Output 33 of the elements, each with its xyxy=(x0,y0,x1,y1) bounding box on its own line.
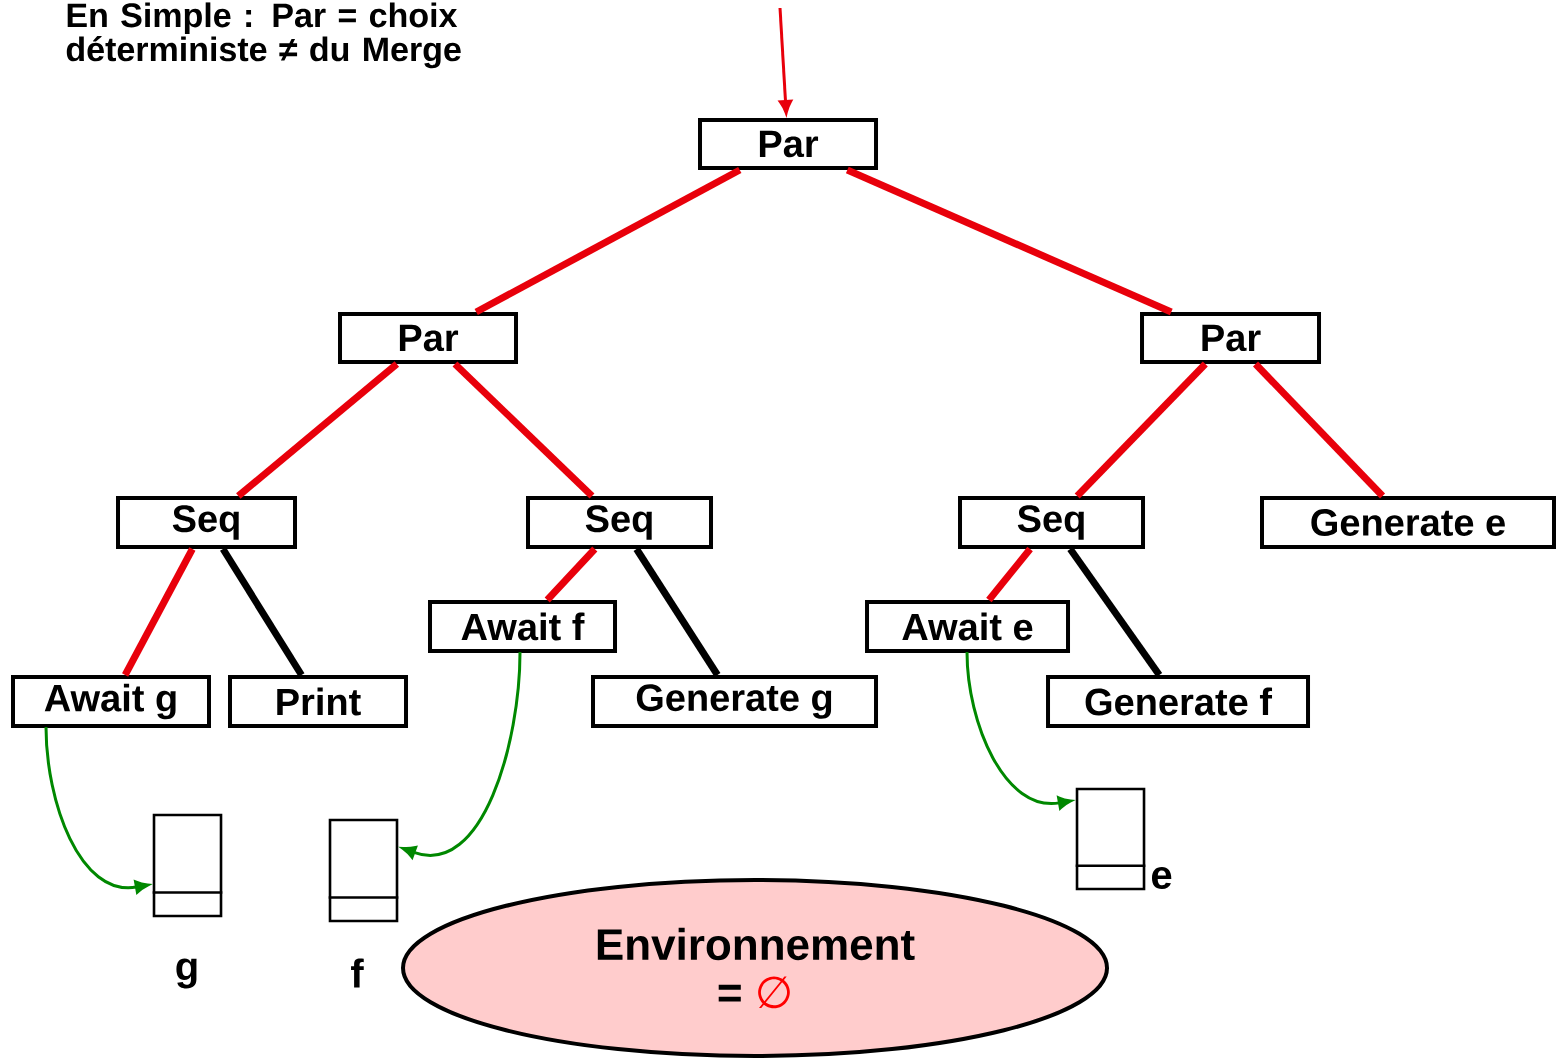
process-box: Await e xyxy=(865,600,1070,653)
connector xyxy=(474,166,742,316)
process-box: Await f xyxy=(428,600,617,653)
process-box: Par xyxy=(698,118,878,170)
connector xyxy=(986,546,1033,603)
buffer-label: g xyxy=(176,958,197,989)
title: En Simple : Par = choix déterministe ≠ du Merge xyxy=(66,2,461,69)
process-box: Par xyxy=(338,312,518,364)
connector xyxy=(452,361,595,499)
connector xyxy=(236,361,400,499)
connector xyxy=(1253,361,1386,499)
process-box: Generate e xyxy=(1260,496,1556,549)
buffer-box xyxy=(328,818,399,923)
arrow xyxy=(401,651,522,859)
buffer-label: e xyxy=(1152,867,1172,889)
process-box: Seq xyxy=(958,496,1145,549)
process-box: Seq xyxy=(526,496,713,549)
connector xyxy=(220,547,305,677)
process-box: Print xyxy=(228,675,408,728)
buffer-box xyxy=(1075,787,1146,891)
connector xyxy=(544,546,598,603)
buffer-box xyxy=(152,813,223,918)
connector xyxy=(1074,361,1208,499)
process-box: Generate g xyxy=(591,675,878,728)
process-box: Await g xyxy=(11,675,211,728)
process-box: Seq xyxy=(116,496,297,549)
process-box: Generate f xyxy=(1046,675,1310,728)
buffer-label: f xyxy=(351,958,364,988)
connector xyxy=(633,547,721,677)
connector xyxy=(845,166,1173,316)
connector xyxy=(122,547,196,677)
connector xyxy=(1067,547,1163,678)
process-box: Par xyxy=(1140,312,1321,364)
